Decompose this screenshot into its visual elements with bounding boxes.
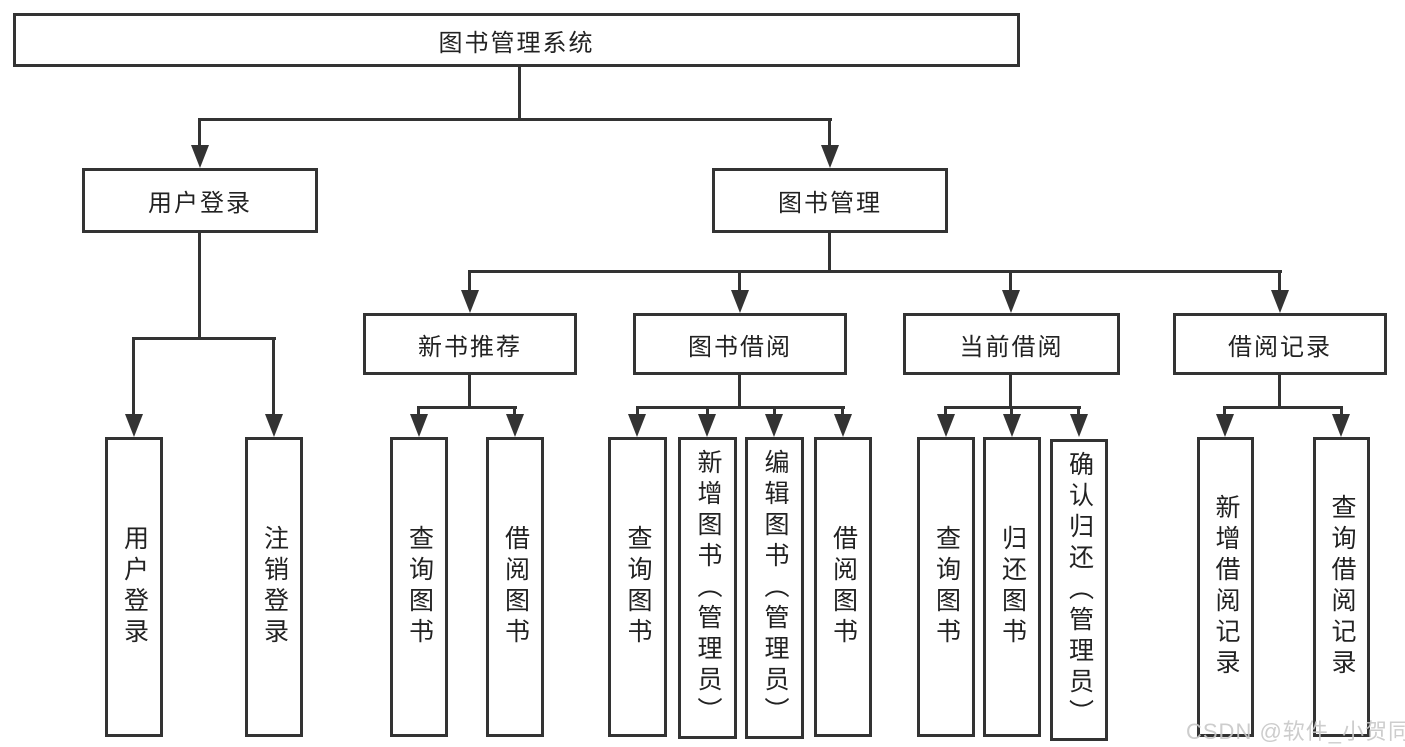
node-edit-book-admin: 编辑图书（管理员）: [745, 437, 804, 739]
connector-line: [636, 406, 845, 409]
connector-line: [738, 270, 741, 292]
node-label: 查询图书: [405, 525, 434, 649]
connector-line: [773, 406, 776, 416]
connector-line: [468, 270, 471, 292]
arrowhead-icon: [1003, 414, 1021, 437]
connector-line: [132, 337, 276, 340]
node-label: 确认归还（管理员）: [1065, 450, 1094, 730]
node-user-login-action: 用户登录: [105, 437, 163, 737]
node-new-book-recommendation: 新书推荐: [363, 313, 577, 375]
node-logout-action: 注销登录: [245, 437, 303, 737]
connector-line: [1010, 406, 1013, 416]
connector-line: [1009, 375, 1012, 408]
connector-line: [944, 406, 947, 416]
connector-line: [518, 66, 521, 120]
connector-line: [417, 406, 420, 416]
connector-line: [1278, 375, 1281, 408]
node-borrow-books-recommend: 借阅图书: [486, 437, 544, 737]
connector-line: [1077, 406, 1080, 416]
connector-line: [198, 233, 201, 339]
node-label: 查询图书: [932, 525, 961, 649]
node-label: 查询借阅记录: [1328, 494, 1356, 680]
node-user-login: 用户登录: [82, 168, 318, 233]
node-query-books-current: 查询图书: [917, 437, 975, 737]
arrowhead-icon: [698, 414, 716, 437]
node-query-books-borrowing: 查询图书: [608, 437, 667, 737]
arrowhead-icon: [1216, 414, 1234, 437]
node-label: 新增借阅记录: [1212, 494, 1240, 680]
arrowhead-icon: [834, 414, 852, 437]
csdn-watermark: CSDN @软件_小贺同学: [1186, 719, 1405, 744]
arrowhead-icon: [125, 414, 143, 437]
arrowhead-icon: [1070, 414, 1088, 437]
connector-line: [828, 118, 831, 147]
connector-line: [1223, 406, 1226, 416]
arrowhead-icon: [265, 414, 283, 437]
arrowhead-icon: [191, 145, 209, 168]
node-label: 借阅图书: [501, 525, 530, 649]
arrowhead-icon: [461, 290, 479, 313]
arrowhead-icon: [506, 414, 524, 437]
node-add-book-admin: 新增图书（管理员）: [678, 437, 737, 739]
connector-line: [198, 118, 201, 147]
connector-line: [1340, 406, 1343, 416]
node-label: 注销登录: [260, 525, 289, 649]
arrowhead-icon: [1271, 290, 1289, 313]
node-label: 借阅图书: [829, 525, 858, 649]
node-query-books-recommend: 查询图书: [390, 437, 448, 737]
node-label: 归还图书: [998, 525, 1027, 649]
node-book-borrowing: 图书借阅: [633, 313, 847, 375]
arrowhead-icon: [937, 414, 955, 437]
node-borrowing-records: 借阅记录: [1173, 313, 1387, 375]
node-add-borrow-record: 新增借阅记录: [1197, 437, 1254, 737]
node-library-management-system: 图书管理系统: [13, 13, 1020, 67]
connector-line: [706, 406, 709, 416]
connector-line: [417, 406, 517, 409]
node-label: 查询图书: [624, 525, 652, 649]
arrowhead-icon: [821, 145, 839, 168]
connector-line: [198, 118, 832, 121]
node-borrow-books-borrowing: 借阅图书: [814, 437, 872, 737]
node-confirm-return-admin: 确认归还（管理员）: [1050, 439, 1108, 741]
connector-line: [828, 233, 831, 273]
node-label: 新增图书（管理员）: [694, 448, 722, 728]
connector-line: [513, 406, 516, 416]
arrowhead-icon: [628, 414, 646, 437]
node-book-management: 图书管理: [712, 168, 948, 233]
connector-line: [841, 406, 844, 416]
node-return-books: 归还图书: [983, 437, 1041, 737]
connector-line: [1278, 270, 1281, 292]
node-label: 用户登录: [120, 525, 149, 649]
arrowhead-icon: [731, 290, 749, 313]
arrowhead-icon: [1332, 414, 1350, 437]
arrowhead-icon: [410, 414, 428, 437]
connector-line: [1223, 406, 1343, 409]
node-query-borrow-record: 查询借阅记录: [1313, 437, 1370, 737]
arrowhead-icon: [1002, 290, 1020, 313]
connector-line: [468, 270, 1282, 273]
connector-line: [738, 375, 741, 408]
connector-line: [636, 406, 639, 416]
connector-line: [272, 337, 275, 416]
node-current-borrowing: 当前借阅: [903, 313, 1120, 375]
connector-line: [1009, 270, 1012, 292]
arrowhead-icon: [765, 414, 783, 437]
node-label: 编辑图书（管理员）: [761, 448, 789, 728]
connector-line: [132, 337, 135, 416]
connector-line: [468, 375, 471, 408]
